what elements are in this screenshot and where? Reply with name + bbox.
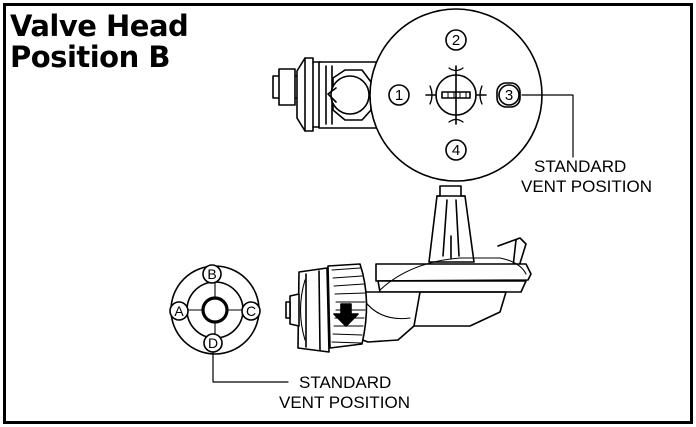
position-c-label: C	[246, 303, 256, 319]
top-callout-leader	[521, 94, 574, 158]
bottom-callout-line-1: STANDARD	[299, 373, 391, 392]
bottom-callout-line-2: VENT POSITION	[279, 393, 410, 412]
title-line-2: Position B	[10, 40, 170, 74]
position-b-label: B	[207, 266, 216, 282]
top-callout-line-1: STANDARD	[534, 157, 626, 176]
position-c-marker	[241, 301, 261, 321]
position-3-label: 3	[505, 87, 513, 104]
regulator-body	[285, 185, 532, 353]
position-4-label: 4	[452, 142, 460, 159]
position-3-marker	[498, 84, 520, 106]
position-1-label: 1	[395, 87, 403, 104]
top-callout-line-2: VENT POSITION	[521, 177, 652, 196]
position-d-label: D	[208, 335, 218, 351]
position-2-label: 2	[452, 32, 460, 49]
position-4-marker	[445, 139, 467, 161]
position-1-marker	[388, 84, 410, 106]
bottom-callout-leader	[212, 351, 289, 383]
position-2-marker	[445, 29, 467, 51]
position-b-marker	[202, 264, 222, 284]
flow-arrow-icon	[333, 303, 359, 327]
title-line-1: Valve Head	[10, 9, 189, 43]
diagram-title: Valve Head Position B	[10, 9, 189, 74]
position-a-label: A	[174, 303, 184, 319]
top-valve-head	[272, 8, 543, 182]
position-a-marker	[169, 301, 189, 321]
